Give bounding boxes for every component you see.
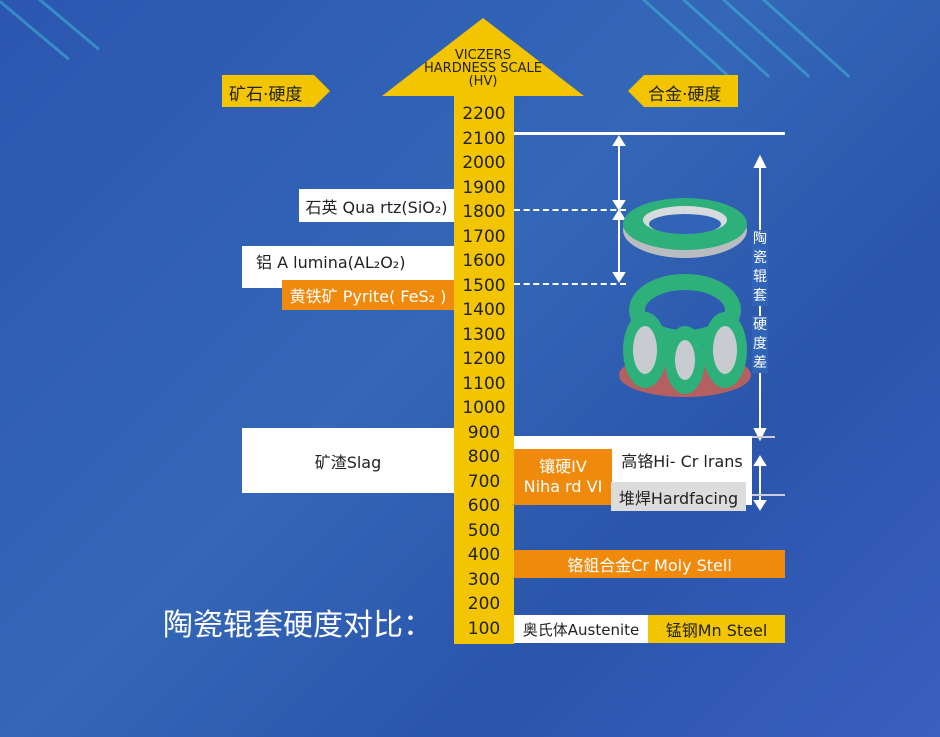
scale-tick: 2000 <box>462 153 506 173</box>
alloy-nihard-cn: 镶硬IV <box>539 457 587 476</box>
decor-stripe <box>718 0 811 78</box>
scale-tick: 1600 <box>462 251 506 271</box>
scale-tick: 900 <box>467 422 501 443</box>
scale-tick: 1500 <box>462 275 506 296</box>
alloy-mn-steel: 锰钢Mn Steel <box>648 615 785 643</box>
ceramic-roller-sleeve-image <box>619 198 751 397</box>
page-title: 陶瓷辊套硬度对比： <box>163 608 433 643</box>
mineral-slag: 矿渣Slag <box>242 428 454 493</box>
alloy-nihard-en: Niha rd VI <box>523 477 603 496</box>
alloy-austenite: 奥氏体Austenite <box>514 615 648 643</box>
scale-tick: 700 <box>467 471 501 492</box>
mineral-quartz: 石英 Qua rtz(SiO₂) <box>299 189 454 222</box>
scale-tick: 2200 <box>462 104 506 124</box>
decor-stripe <box>0 0 70 61</box>
hardness-scale-arrow <box>382 18 584 644</box>
scale-tick: 100 <box>467 618 501 639</box>
scale-tick: 500 <box>467 520 501 541</box>
label-ceramic-sleeve: 陶瓷辊套 <box>752 230 768 306</box>
scale-tick: 1400 <box>462 300 506 320</box>
scale-tick: 1900 <box>462 177 506 198</box>
scale-title-line: VICZERS <box>454 48 512 63</box>
alloy-cr-moly: 铬鉏合金Cr Moly Stell <box>514 550 785 578</box>
scale-tick: 1000 <box>462 398 506 418</box>
label-hardness-difference: 硬度差 <box>752 316 768 373</box>
alloy-nihard: 镶硬IV Niha rd VI <box>514 449 612 505</box>
scale-title-line: (HV) <box>468 74 498 89</box>
scale-tick: 1100 <box>462 373 506 394</box>
alloy-hardfacing: 堆焊Hardfacing <box>611 482 746 511</box>
dashed-line-1800 <box>514 209 626 211</box>
scale-tick: 600 <box>467 496 501 516</box>
decor-stripe <box>29 0 100 51</box>
right-tag-shape <box>628 75 738 107</box>
scale-tick: 1700 <box>462 226 506 247</box>
scale-tick: 800 <box>467 447 501 467</box>
scale-tick: 400 <box>467 545 501 565</box>
scale-title: VICZERS HARDNESS SCALE (HV) <box>400 49 566 88</box>
scale-tick: 2100 <box>462 128 506 149</box>
scale-tick: 200 <box>467 594 501 614</box>
scale-title-line: HARDNESS SCALE <box>424 61 542 76</box>
mineral-pyrite: 黄铁矿 Pyrite( FeS₂ ) <box>282 280 454 310</box>
scale-tick: 300 <box>467 569 501 590</box>
left-tag-shape <box>222 75 330 107</box>
scale-tick: 1300 <box>462 324 506 345</box>
decor-stripe <box>758 0 851 78</box>
left-tag-ore-hardness: 矿石·硬度 <box>229 85 303 105</box>
decor-stripe <box>678 0 771 78</box>
right-tag-alloy-hardness: 合金·硬度 <box>648 85 722 105</box>
scale-tick: 1200 <box>462 349 506 369</box>
line-2100 <box>514 132 785 135</box>
dashed-line-1500 <box>514 283 626 285</box>
scale-tick: 1800 <box>462 202 506 222</box>
alloy-hi-cr: 高铬Hi- Cr lrans <box>612 446 752 474</box>
decor-stripe <box>638 0 731 78</box>
